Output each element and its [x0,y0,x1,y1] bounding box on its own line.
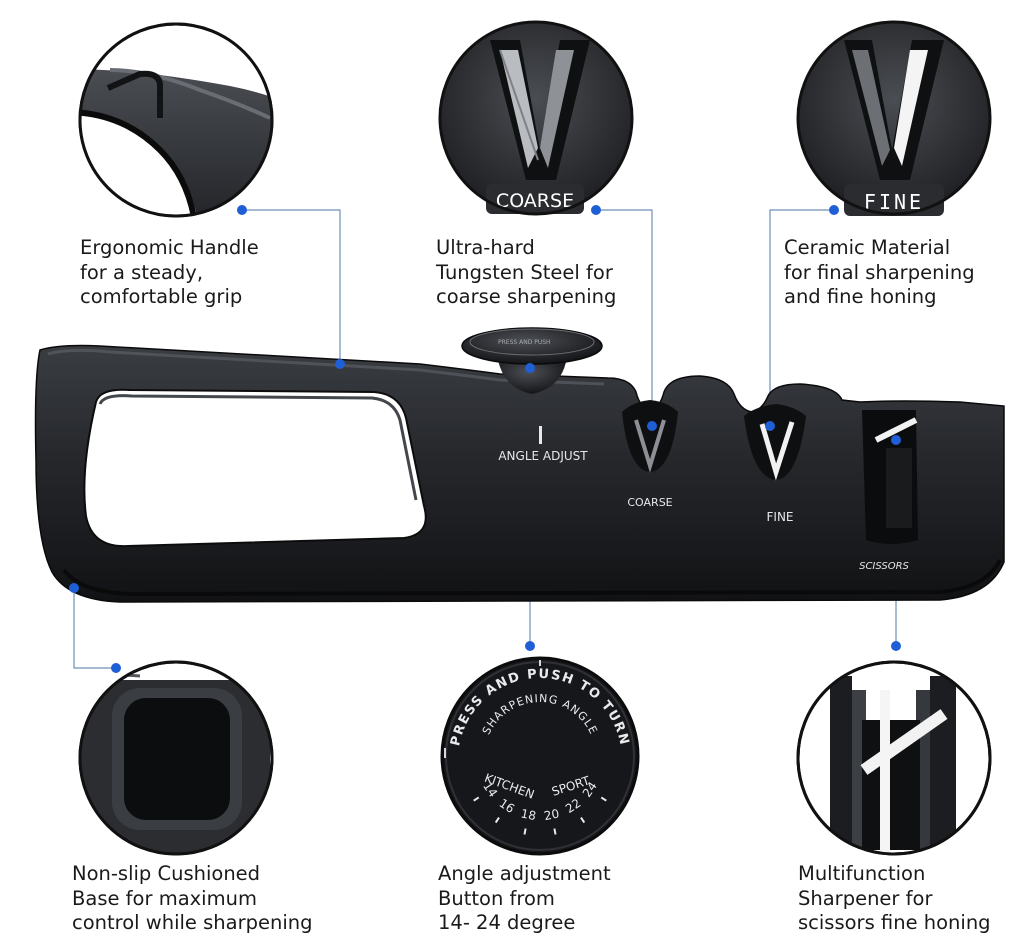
angle-adjust-label: ANGLE ADJUST [498,449,588,463]
angle-knob: PRESS AND PUSH [461,327,603,394]
dot-coarse-body [647,421,657,431]
caption-handle-line-1: Ergonomic Handle [80,236,259,259]
coarse-slot-closeup-icon: COARSE [438,20,634,216]
non-slip-pad-icon [78,660,274,856]
fine-slot [744,404,806,481]
caption-fine-line-3: and fine honing [784,285,937,308]
caption-handle-line-2: for a steady, [80,260,204,284]
dial-scale-tick-14 [473,796,480,802]
caption-scissors: Multifunction Sharpener for scissors fin… [798,862,991,936]
dot-scissors-body [891,435,901,445]
caption-base-line-2: Base for maximum [72,886,257,910]
caption-coarse-line-1: Ultra-hard [436,236,535,259]
caption-coarse-line-3: coarse sharpening [436,285,617,308]
dot-handle-circle [237,205,247,215]
dot-base-circle [111,663,121,673]
caption-base-line-3: control while sharpening [72,911,313,934]
dot-angle-knob [525,363,535,373]
dial-marks [444,660,541,758]
scissors-slot-label: SCISSORS [859,561,909,572]
dot-fine-body [765,421,775,431]
caption-angle-line-2: Button from [438,886,555,910]
caption-handle: Ergonomic Handle for a steady, comfortab… [80,236,259,310]
dot-angle-dial [525,641,535,651]
caption-scissors-line-1: Multifunction [798,862,926,885]
dot-fine-circle [829,205,839,215]
handle-closeup-icon [78,22,274,218]
scissors-slot [862,410,918,544]
angle-dial-icon: PRESS AND PUSH TO TURN SHARPENING ANGLE … [440,656,640,856]
dial-scale-label-18: 18 [520,807,538,824]
fine-badge: FINE [864,190,924,214]
caption-scissors-line-2: Sharpener for [798,886,933,910]
svg-text:PRESS AND PUSH: PRESS AND PUSH [498,339,551,346]
caption-base-line-1: Non-slip Cushioned [72,862,261,885]
coarse-slot-label: COARSE [627,496,672,509]
sharpener-top-edge [47,348,605,386]
caption-base: Non-slip Cushioned Base for maximum cont… [72,862,313,936]
caption-coarse: Ultra-hard Tungsten Steel for coarse sha… [436,236,616,310]
dial-scale-tick-18 [523,828,527,835]
leader-base [73,588,116,669]
caption-fine-line-2: for final sharpening [784,260,975,284]
caption-angle: Angle adjustment Button from 14- 24 degr… [438,862,611,936]
base-strip [62,559,1002,597]
dial-scale-tick-16 [494,817,500,824]
dot-handle-body [335,359,345,369]
caption-handle-line-3: comfortable grip [80,285,243,308]
fine-slot-label: FINE [767,510,794,524]
leader-coarse [596,209,653,426]
dial-scale-tick-24 [600,796,607,802]
dial-scale-label-20: 20 [543,807,561,824]
dot-coarse-circle [591,205,601,215]
leader-handle [242,209,341,364]
scissors-slot-closeup-icon [796,660,992,856]
angle-mark [539,426,542,444]
caption-angle-line-3: 14- 24 degree [438,911,576,934]
dot-scissors-circle [891,641,901,651]
coarse-slot [622,400,678,473]
caption-scissors-line-3: scissors fine honing [798,911,991,934]
leader-fine [769,209,834,426]
caption-fine-line-1: Ceramic Material [784,236,951,259]
dial-scale-tick-20 [553,828,557,835]
caption-fine: Ceramic Material for final sharpening an… [784,236,975,310]
caption-angle-line-1: Angle adjustment [438,862,611,885]
coarse-badge: COARSE [496,190,574,212]
dial-scale-tick-22 [580,817,586,824]
handle-opening [83,388,427,548]
callout-dots [69,205,901,673]
handle-inner-rim [98,394,418,501]
knife-sharpener-icon: PRESS AND PUSH ANGLE ADJUST COARSE FINE … [34,327,1005,603]
fine-slot-closeup-icon: FINE [796,20,992,216]
dot-base-body [69,583,79,593]
caption-coarse-line-2: Tungsten Steel for [436,260,613,284]
